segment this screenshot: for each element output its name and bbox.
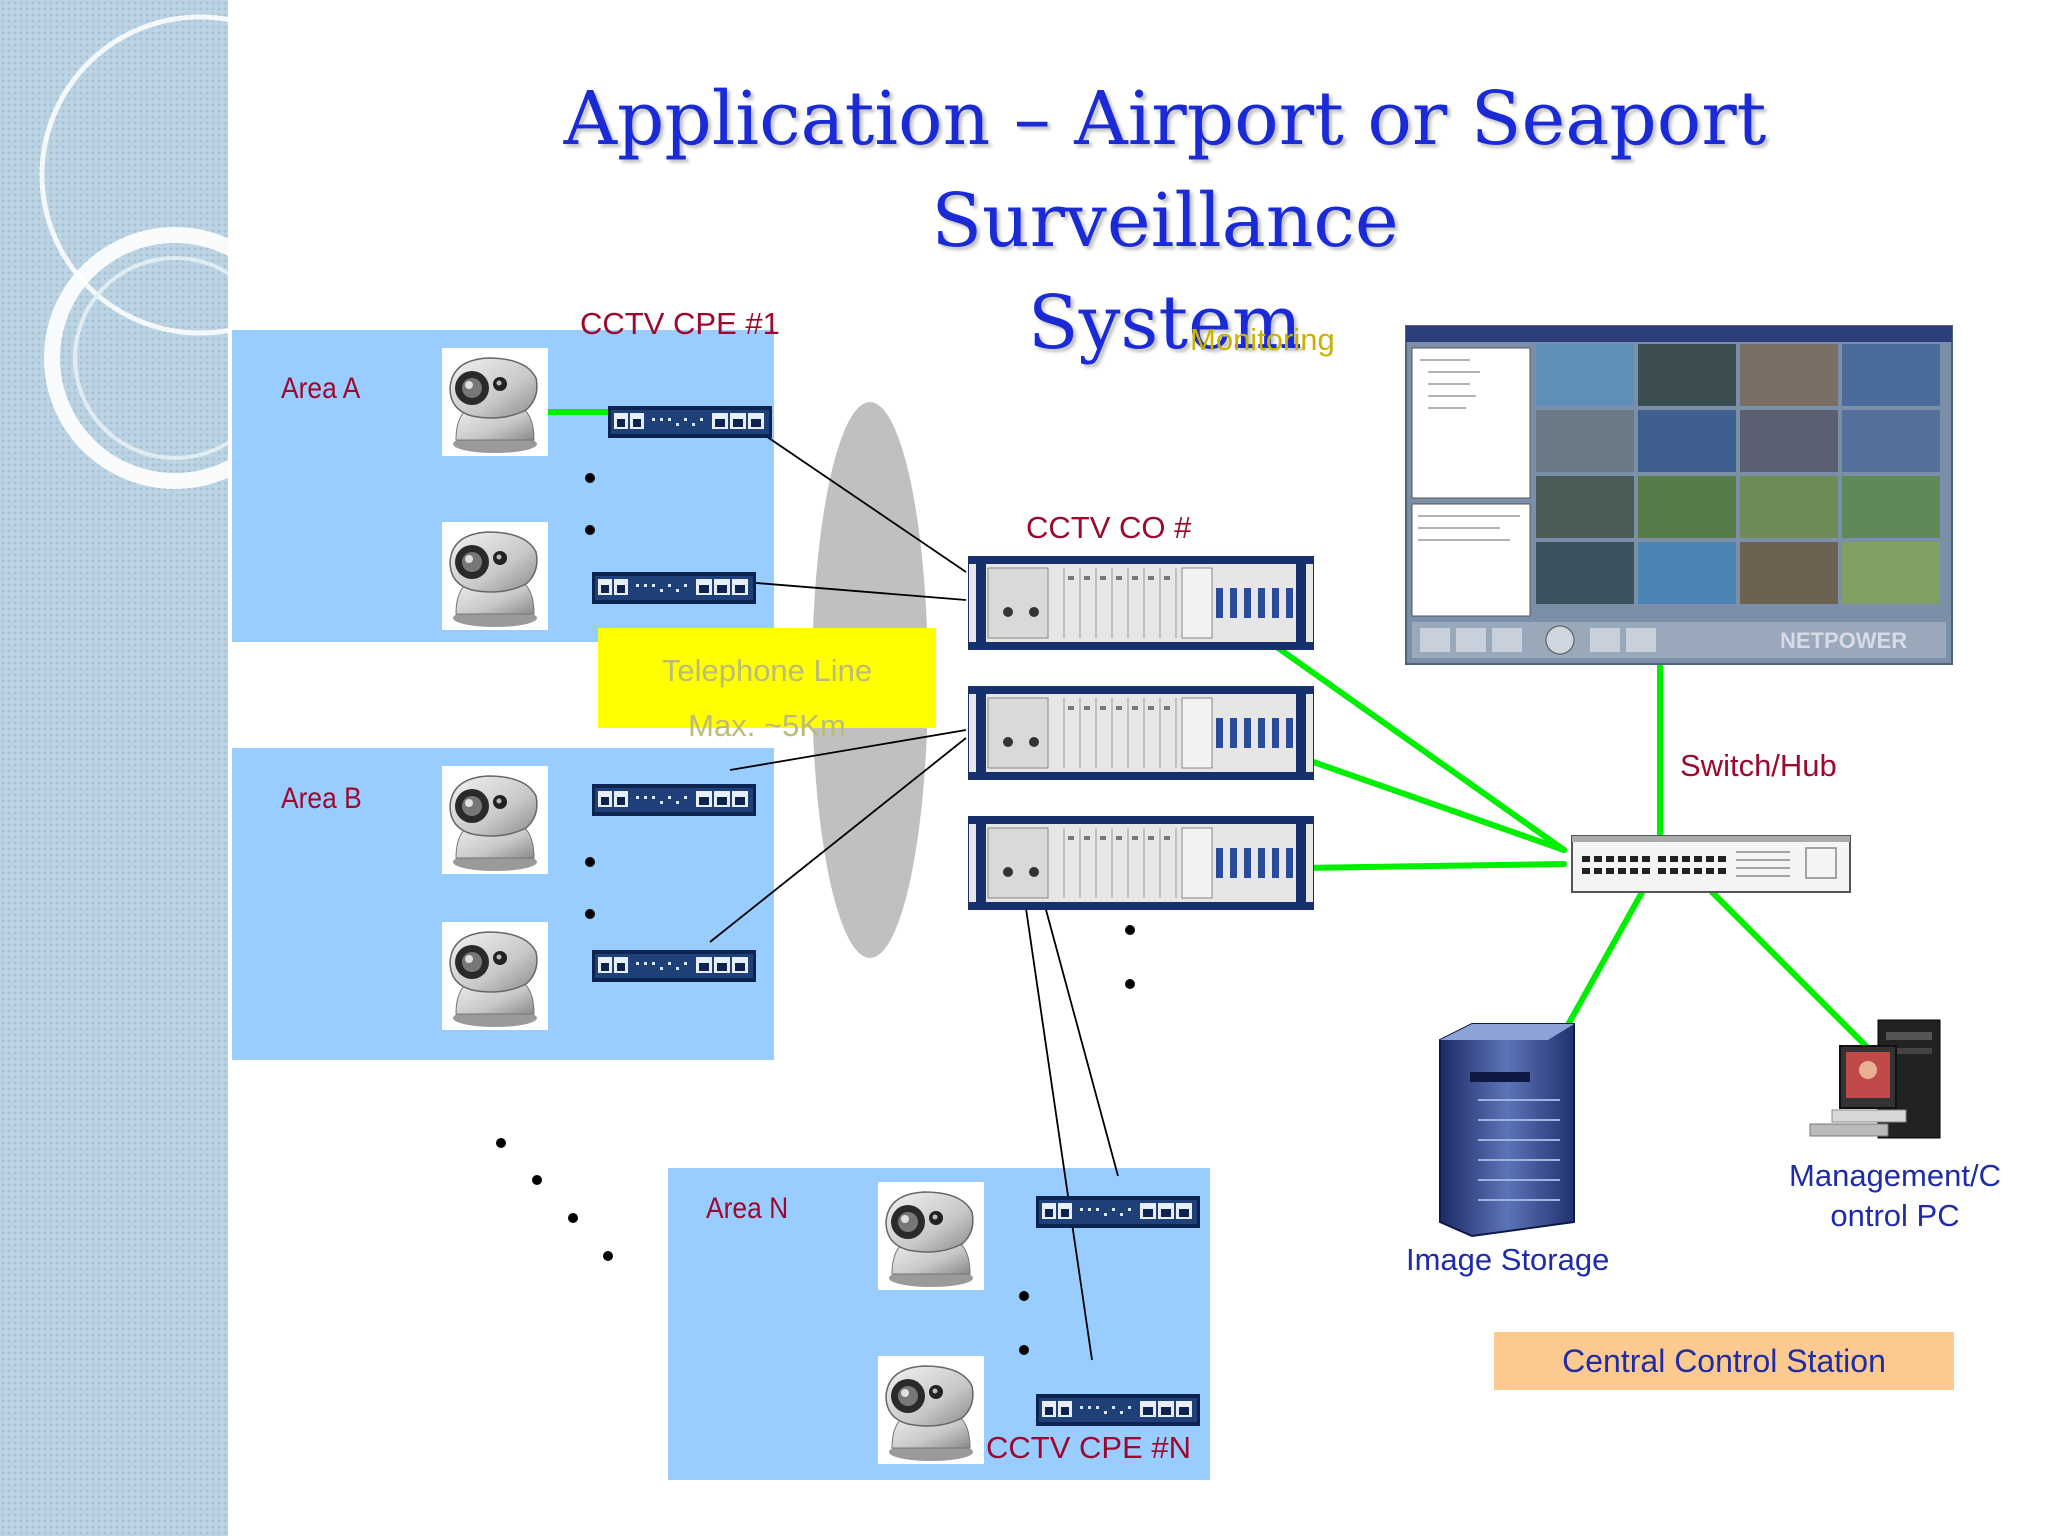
camera-icon <box>442 922 548 1030</box>
slide-title: Application – Airport or Seaport Surveil… <box>340 68 1990 374</box>
cpe-unit-icon <box>592 950 756 982</box>
telephone-line-box: Telephone Line Max. ~5Km <box>598 628 936 743</box>
cpe-last-label: CCTV CPE #N <box>986 1430 1191 1465</box>
cpe-unit-icon <box>592 784 756 816</box>
camera-icon <box>442 348 548 456</box>
cpe-first-label: CCTV CPE #1 <box>580 306 780 341</box>
title-line-2: System <box>1027 280 1303 366</box>
camera-icon <box>878 1356 984 1464</box>
co-chassis-icon <box>968 816 1314 910</box>
camera-icon <box>442 766 548 874</box>
camera-icon <box>442 522 548 630</box>
co-chassis-icon <box>968 686 1314 780</box>
telephone-lines <box>709 431 1119 1361</box>
cpe-unit-icon <box>1036 1394 1200 1426</box>
cpe-unit-icon <box>1036 1196 1200 1228</box>
image-storage-label: Image Storage <box>1406 1242 1610 1277</box>
cpe-unit-icon <box>592 572 756 604</box>
storage-server-icon <box>1439 1023 1575 1238</box>
area-n-label: Area N <box>706 1192 789 1225</box>
management-pc-icon <box>1809 1019 1941 1139</box>
cpe-unit-icon <box>608 406 772 438</box>
area-a-label: Area A <box>281 372 361 405</box>
switch-hub-icon <box>1571 835 1851 893</box>
management-pc-label-line-2: ontrol PC <box>1830 1198 1960 1233</box>
telephone-line-label: Telephone Line <box>661 653 873 688</box>
telephone-distance-label: Max. ~5Km <box>688 708 846 743</box>
monitoring-label: Monitoring <box>1190 322 1335 357</box>
switch-hub-label: Switch/Hub <box>1680 748 1837 783</box>
camera-icon <box>878 1182 984 1290</box>
title-line-1: Application – Airport or Seaport Surveil… <box>563 76 1767 264</box>
management-pc-label-line-1: Management/C <box>1789 1158 2001 1193</box>
area-b-label: Area B <box>281 782 362 815</box>
co-label: CCTV CO # <box>1026 510 1192 545</box>
co-chassis-icon <box>968 556 1314 650</box>
central-control-station-label: Central Control Station <box>1494 1332 1954 1390</box>
ellipsis-dots <box>496 473 1135 1355</box>
monitoring-screen-icon <box>1405 325 1953 665</box>
decorative-sidebar <box>0 0 361 1536</box>
monitor-brand-text: NETPOWER <box>1780 628 1907 653</box>
